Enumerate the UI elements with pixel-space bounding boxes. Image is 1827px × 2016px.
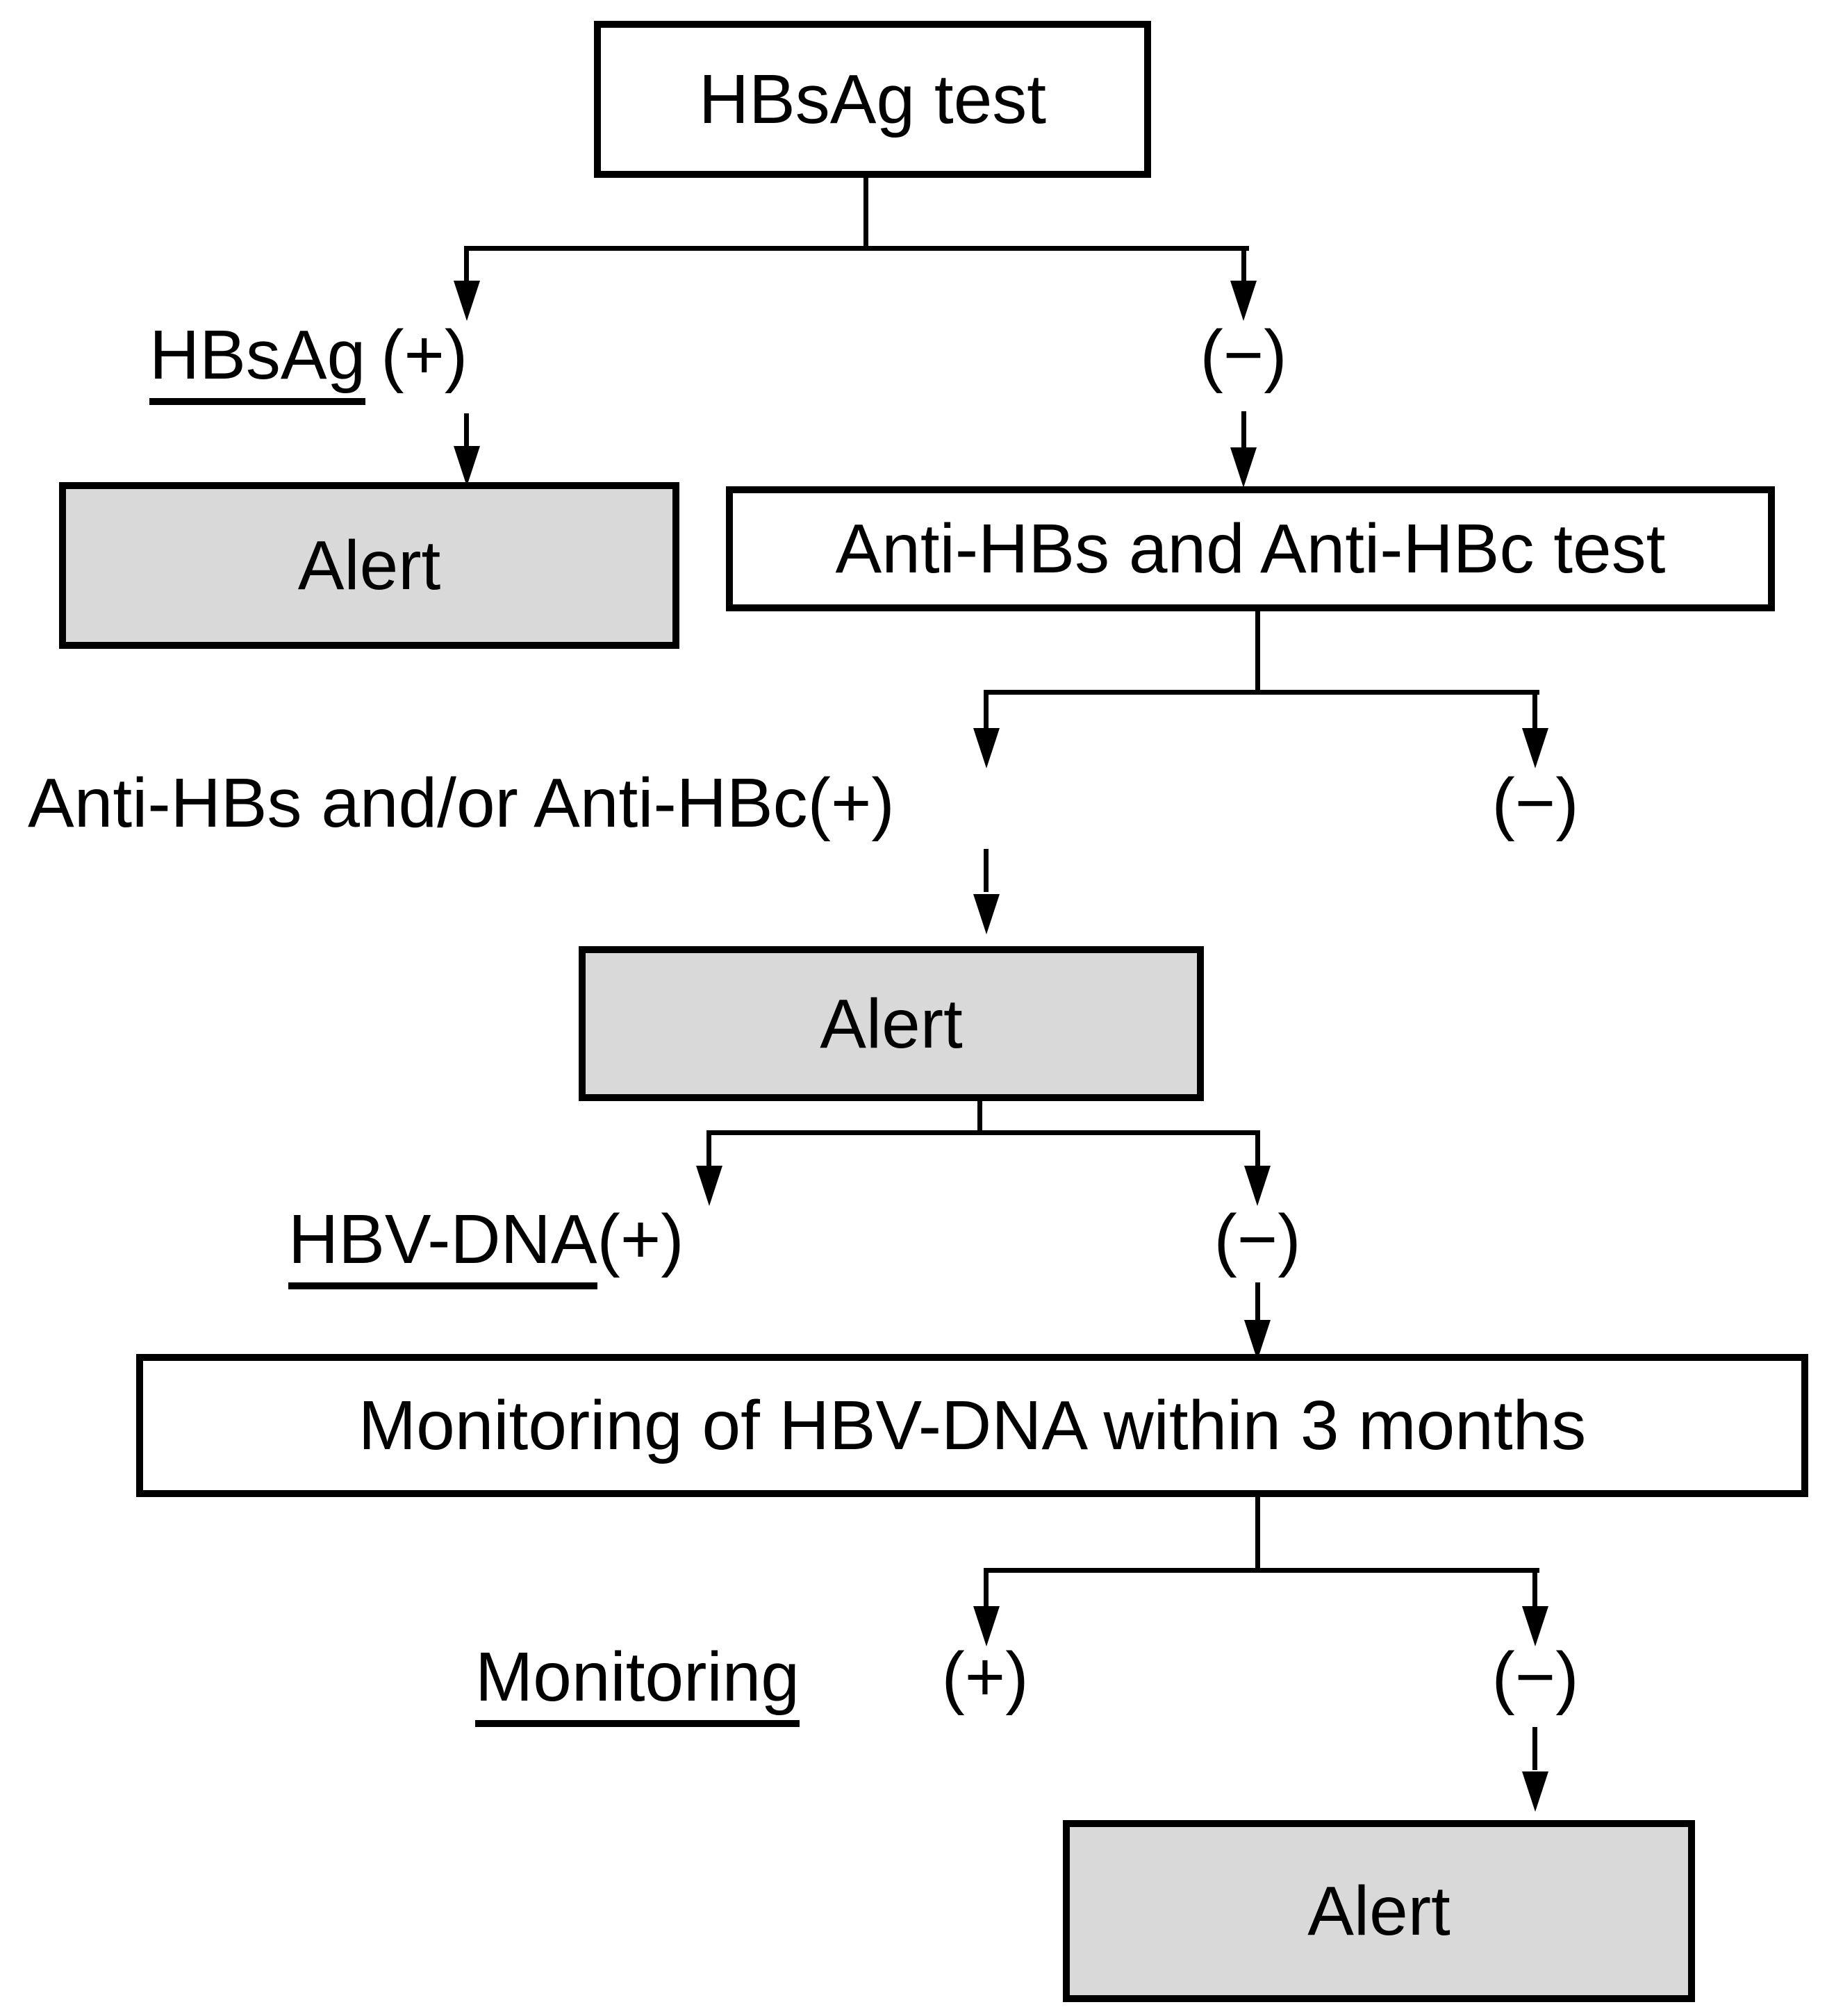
- label-hbsag-positive-result: (+): [381, 316, 468, 394]
- connector-line: [1255, 1282, 1260, 1324]
- connector-line: [977, 1101, 982, 1134]
- arrow-down-icon: [696, 1166, 722, 1206]
- label-monitoring-positive: (+): [941, 1638, 1029, 1716]
- connector-line: [1532, 1727, 1537, 1770]
- node-monitoring-hbv-dna-label: Monitoring of HBV-DNA within 3 months: [358, 1387, 1587, 1464]
- arrow-down-icon: [1230, 447, 1257, 488]
- connector-line: [1255, 1497, 1260, 1572]
- node-alert-2: Alert: [579, 946, 1204, 1101]
- node-anti-hbs-hbc-test: Anti-HBs and Anti-HBc test: [726, 486, 1775, 611]
- connector-line: [1532, 1568, 1537, 1608]
- arrow-down-icon: [973, 728, 1000, 768]
- label-hbsag-positive: HBsAg(+): [149, 316, 468, 405]
- label-hbv-dna-positive-term: HBV-DNA: [288, 1200, 597, 1289]
- node-alert-2-label: Alert: [820, 984, 963, 1063]
- label-monitoring-negative: (−): [1491, 1638, 1579, 1716]
- connector-line: [1241, 411, 1246, 449]
- node-hbsag-test: HBsAg test: [594, 21, 1151, 178]
- connector-line: [1241, 246, 1246, 282]
- connector-line: [984, 849, 989, 892]
- node-monitoring-hbv-dna: Monitoring of HBV-DNA within 3 months: [136, 1354, 1808, 1497]
- arrow-down-icon: [1244, 1166, 1271, 1206]
- arrow-down-icon: [973, 894, 1000, 934]
- label-anti-positive: Anti-HBs and/or Anti-HBc(+): [28, 764, 895, 842]
- node-anti-hbs-hbc-test-label: Anti-HBs and Anti-HBc test: [835, 510, 1666, 588]
- label-hbv-dna-positive-result: (+): [597, 1200, 684, 1278]
- node-alert-3: Alert: [1063, 1820, 1695, 2002]
- connector-line: [984, 690, 1539, 695]
- label-hbv-dna-negative: (−): [1214, 1200, 1301, 1278]
- connector-line: [1255, 1130, 1260, 1169]
- connector-line: [863, 178, 868, 251]
- label-anti-negative: (−): [1491, 764, 1579, 842]
- arrow-down-icon: [1522, 1771, 1548, 1812]
- connector-line: [984, 690, 989, 730]
- arrow-down-icon: [1230, 281, 1257, 321]
- arrow-down-icon: [454, 281, 480, 321]
- node-alert-3-label: Alert: [1307, 1872, 1450, 1950]
- arrow-down-icon: [1244, 1320, 1271, 1360]
- label-monitoring: Monitoring: [475, 1638, 800, 1727]
- node-hbsag-test-label: HBsAg test: [698, 60, 1047, 138]
- connector-line: [1255, 611, 1260, 695]
- connector-line: [464, 246, 1249, 251]
- arrow-down-icon: [1522, 1606, 1548, 1646]
- connector-line: [464, 413, 469, 448]
- label-hbsag-positive-term: HBsAg: [149, 316, 366, 405]
- node-alert-1-label: Alert: [297, 527, 441, 604]
- arrow-down-icon: [454, 446, 480, 486]
- connector-line: [1532, 690, 1537, 730]
- label-hbsag-negative: (−): [1200, 316, 1287, 394]
- connector-line: [984, 1568, 989, 1608]
- arrow-down-icon: [973, 1606, 1000, 1646]
- connector-line: [706, 1130, 711, 1169]
- connector-line: [706, 1130, 1260, 1135]
- label-hbv-dna-positive: HBV-DNA(+): [288, 1200, 684, 1289]
- node-alert-1: Alert: [59, 482, 679, 649]
- label-monitoring-term: Monitoring: [475, 1638, 800, 1727]
- connector-line: [464, 246, 469, 282]
- connector-line: [984, 1568, 1539, 1573]
- arrow-down-icon: [1522, 728, 1548, 768]
